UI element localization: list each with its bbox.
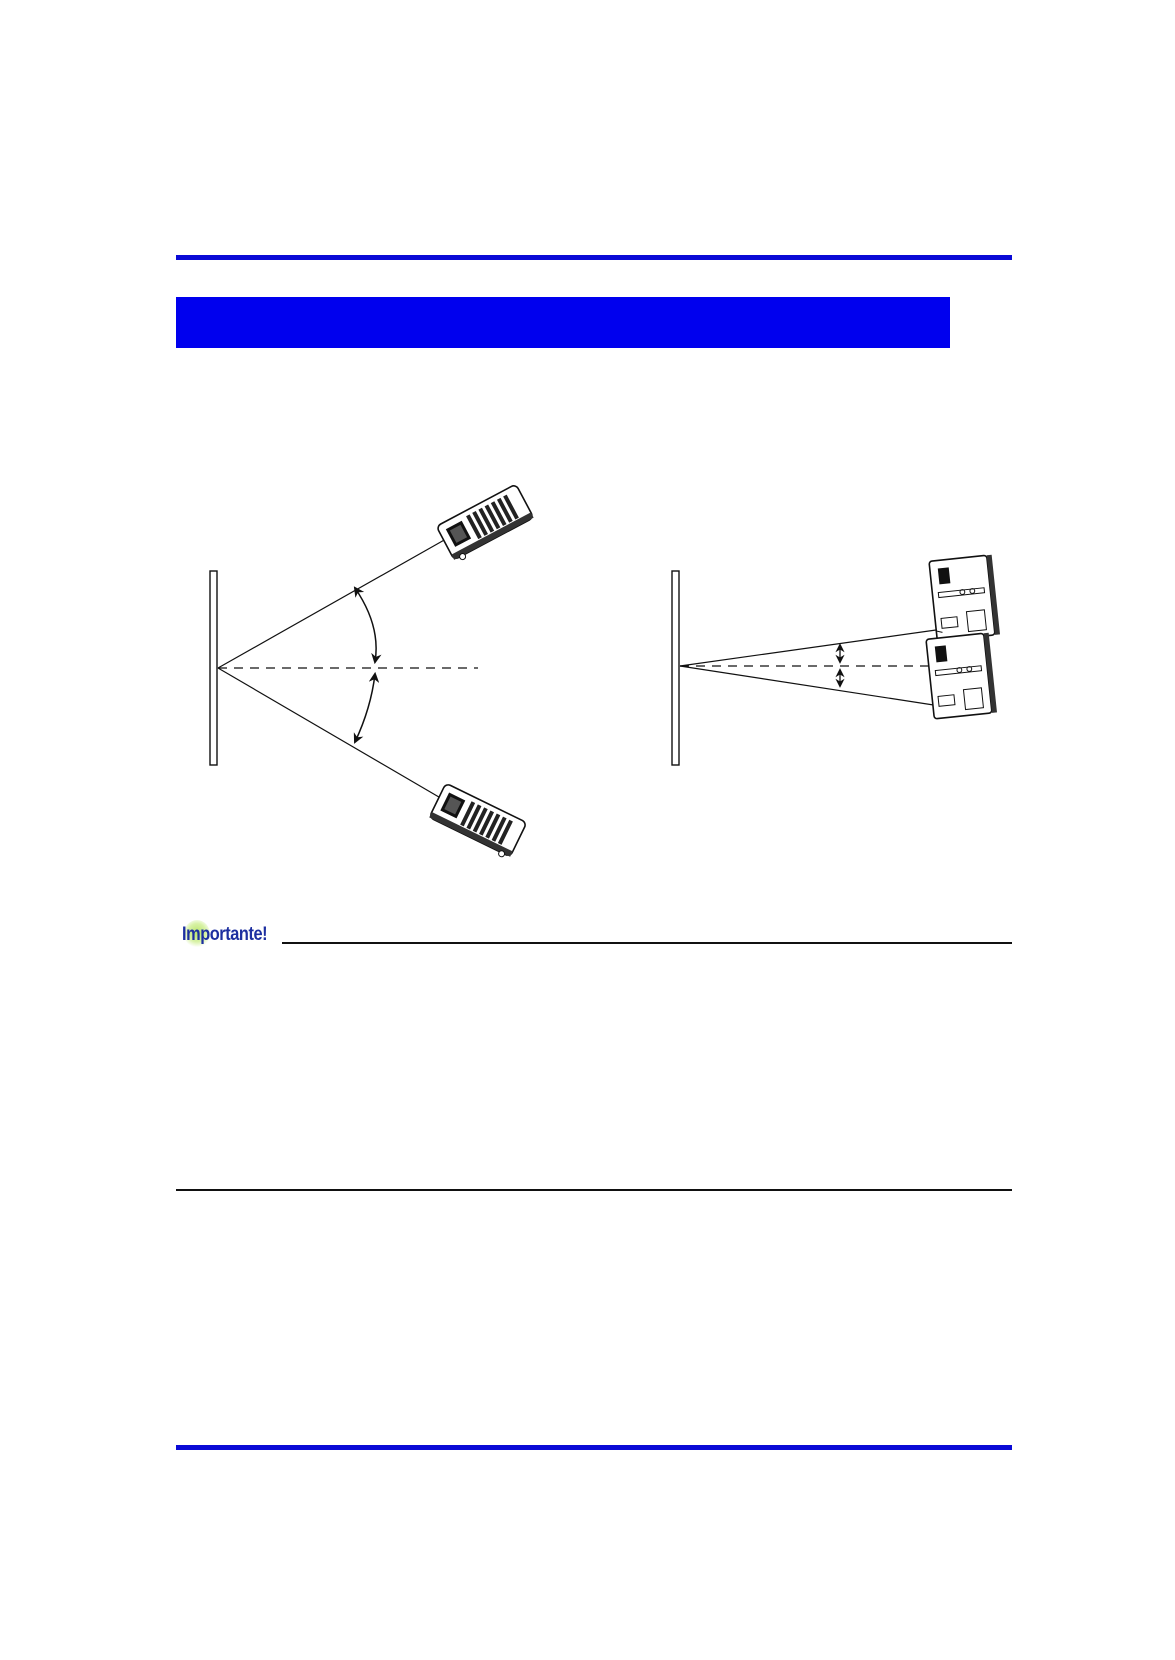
projector-icon [928, 554, 1001, 642]
angle-arrow-icon [353, 671, 380, 744]
section-title-bar [176, 297, 950, 348]
important-icon [184, 920, 210, 948]
screen-icon [209, 570, 218, 766]
header-rule [176, 255, 1012, 260]
horizontal-angle-figure [209, 485, 534, 858]
angle-arrow-icon [353, 586, 382, 665]
important-label: Importante! [182, 924, 268, 945]
footer-rule [176, 1445, 1012, 1450]
vertical-angle-figure [671, 554, 1001, 766]
projector-icon [925, 632, 998, 720]
important-top-rule [282, 942, 1012, 944]
projector-icon [429, 784, 526, 858]
screen-icon [671, 570, 680, 766]
important-badge: Importante! [176, 918, 280, 952]
projector-icon [437, 485, 534, 561]
important-bottom-rule [176, 1189, 1012, 1191]
